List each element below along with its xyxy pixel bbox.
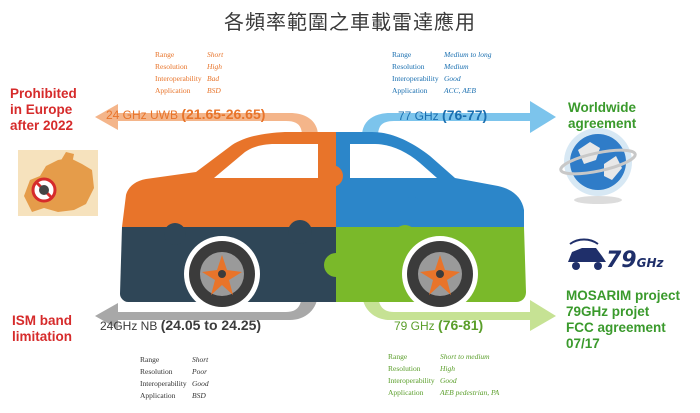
77ghz-range: (76-77) <box>442 107 488 123</box>
79ghz-logo: 79GHz <box>606 248 664 273</box>
79ghz-band-label: 79 GHz (76-81) <box>394 317 483 333</box>
spec-key: Resolution <box>140 367 173 376</box>
nb-spec-table: Range Short Resolution Poor Interoperabili… <box>140 354 260 402</box>
note-line: 79GHz projet <box>566 304 650 319</box>
uwb-note: Prohibited in Europe after 2022 <box>10 86 77 134</box>
note-line: after 2022 <box>10 118 74 133</box>
spec-value: BSD <box>207 86 221 95</box>
uwb-band-label: 24 GHz UWB (21.65-26.65) <box>106 106 265 122</box>
globe-icon <box>559 128 637 204</box>
nb-label: 24GHz NB <box>100 319 158 333</box>
puzzle-notch-left <box>164 223 186 245</box>
window-left <box>214 144 318 178</box>
spec-key: Application <box>140 391 176 400</box>
puzzle-notch-right <box>394 225 416 247</box>
spec-key: Application <box>392 86 428 95</box>
puzzle-notch-top <box>321 165 343 187</box>
window-right <box>350 144 437 178</box>
spec-key: Resolution <box>155 62 188 71</box>
spec-value: Poor <box>192 367 207 376</box>
77ghz-spec-table: Range Medium to long Resolution Medium Int… <box>392 49 532 97</box>
arrow-79ghz <box>362 292 556 331</box>
79ghz-logo-icon <box>568 238 606 270</box>
logo-number: 79 <box>606 248 637 273</box>
nb-band-label: 24GHz NB (24.05 to 24.25) <box>100 317 261 333</box>
spec-key: Range <box>155 50 175 59</box>
uwb-range: (21.65-26.65) <box>181 106 266 122</box>
spec-value: Short to medium <box>440 352 490 361</box>
spec-key: Interoperability <box>388 376 435 385</box>
spec-value: Good <box>192 379 209 388</box>
spec-value: High <box>207 62 222 71</box>
77ghz-note: Worldwide agreement <box>568 100 636 132</box>
spec-key: Interoperability <box>155 74 202 83</box>
spec-key: Application <box>388 388 424 397</box>
spec-key: Range <box>140 355 160 364</box>
spec-key: Range <box>392 50 412 59</box>
arrow-77ghz <box>362 101 556 136</box>
note-line: Prohibited <box>10 86 77 101</box>
spec-value: Medium to long <box>444 50 492 59</box>
79ghz-note: MOSARIM project 79GHz projet FCC agreeme… <box>566 288 680 352</box>
uwb-spec-table: Range Short Resolution High Interoperabili… <box>155 49 275 97</box>
note-line: agreement <box>568 116 637 131</box>
77ghz-band-label: 77 GHz (76-77) <box>398 107 487 123</box>
note-line: in Europe <box>10 102 73 117</box>
note-line: limitation <box>12 329 72 344</box>
spec-value: Good <box>440 376 457 385</box>
arrow-24ghz-nb <box>95 292 318 329</box>
arrow-24ghz-uwb <box>95 104 318 136</box>
logo-unit: GHz <box>636 256 664 270</box>
79ghz-spec-table: Range Short to medium Resolution High Inte… <box>388 351 538 399</box>
note-line: FCC agreement <box>566 320 666 335</box>
spec-key: Resolution <box>392 62 425 71</box>
spec-key: Resolution <box>388 364 421 373</box>
spec-value: AEB pedestrian, PA <box>440 388 500 397</box>
rear-wheel-icon <box>402 236 478 312</box>
77ghz-label: 77 GHz <box>398 109 439 123</box>
page-title: 各頻率範圍之車載雷達應用 <box>224 10 476 34</box>
79ghz-label: 79 GHz <box>394 319 435 333</box>
spec-key: Application <box>155 86 191 95</box>
note-line: 07/17 <box>566 336 600 351</box>
spec-value: High <box>440 364 455 373</box>
europe-map-icon <box>18 150 98 216</box>
spec-value: Short <box>207 50 224 59</box>
spec-value: Good <box>444 74 461 83</box>
note-line: MOSARIM project <box>566 288 681 303</box>
spec-value: ACC, AEB <box>444 86 476 95</box>
spec-key: Interoperability <box>392 74 439 83</box>
nb-range: (24.05 to 24.25) <box>160 317 262 333</box>
uwb-label: 24 GHz UWB <box>106 108 179 122</box>
spec-value: Short <box>192 355 209 364</box>
front-wheel-icon <box>184 236 260 312</box>
79ghz-range: (76-81) <box>438 317 484 333</box>
spec-key: Range <box>388 352 408 361</box>
note-line: Worldwide <box>568 100 637 115</box>
note-line: ISM band <box>12 313 72 328</box>
nb-note: ISM band limitation <box>12 313 72 345</box>
spec-key: Interoperability <box>140 379 187 388</box>
spec-value: Bad <box>207 74 220 83</box>
spec-value: BSD <box>192 391 206 400</box>
spec-value: Medium <box>444 62 469 71</box>
